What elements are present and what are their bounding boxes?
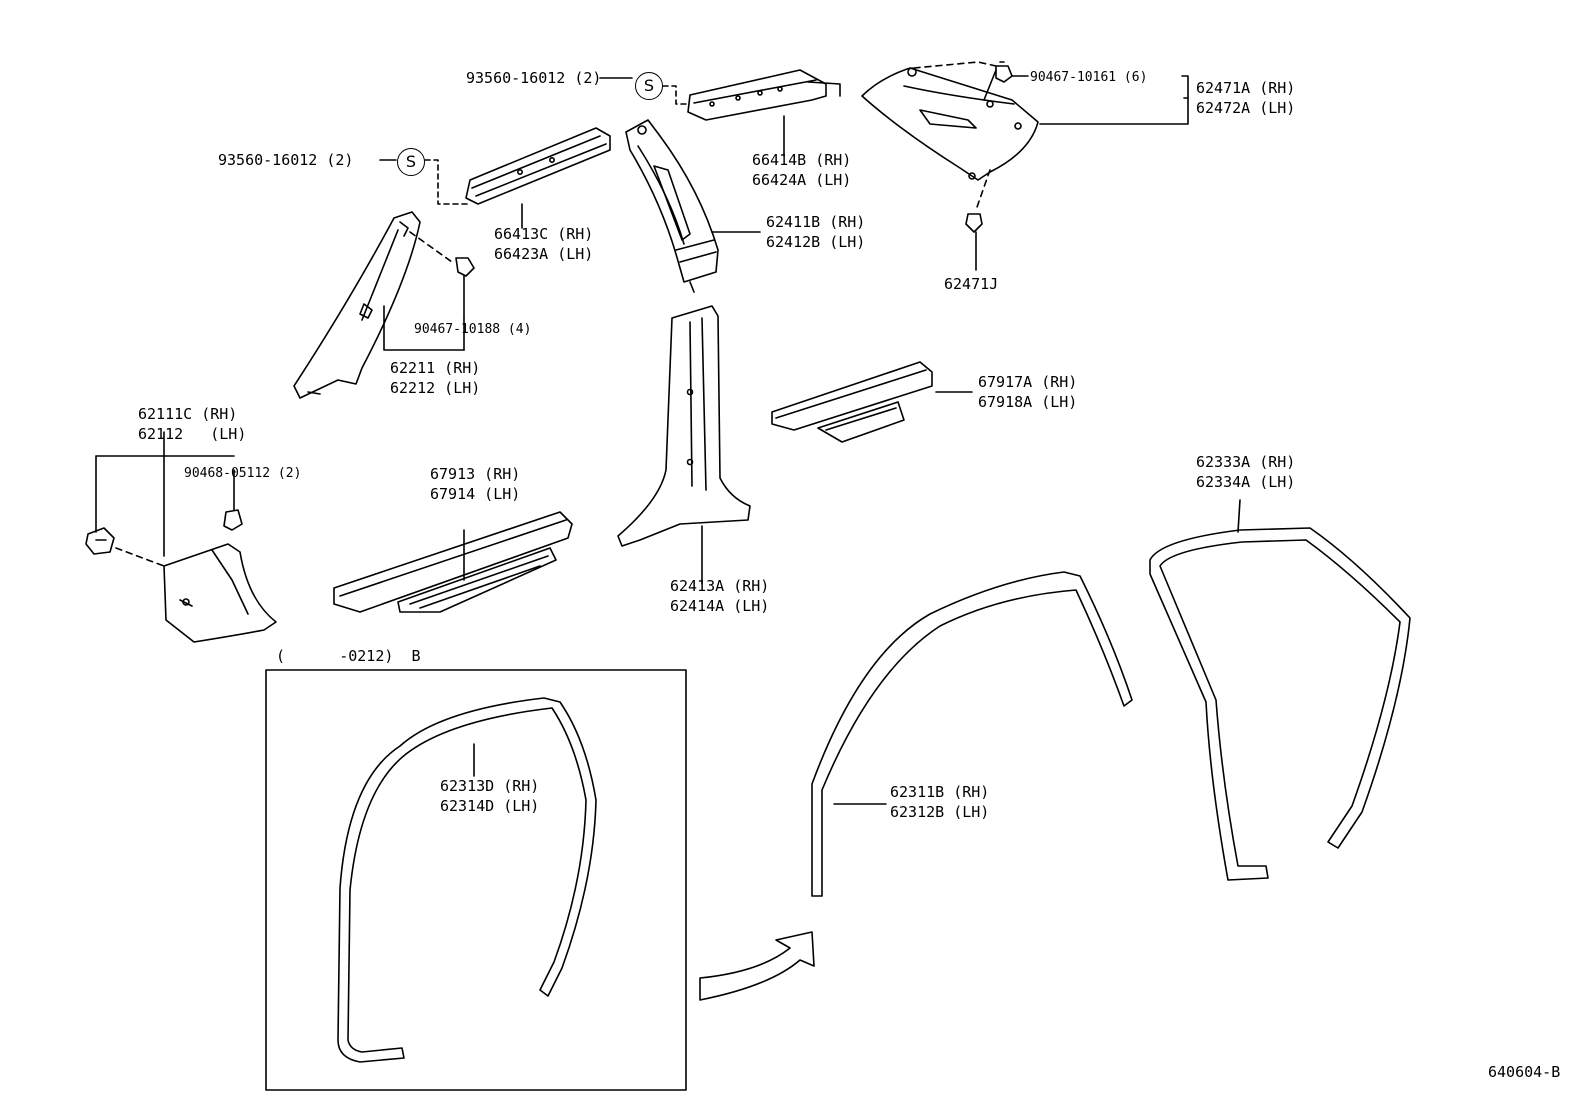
- clip-90467-10161: [995, 61, 1013, 83]
- clip-62471J: [965, 213, 983, 233]
- inset-label: ( -0212) B: [276, 647, 421, 665]
- door-opening-trim-inset: [337, 697, 597, 1063]
- scuff-plate-rear: [771, 361, 933, 443]
- label-67917-lh: 67918A (LH): [978, 393, 1078, 411]
- label-66413-rh: 66413C (RH): [494, 225, 594, 243]
- label-62333-lh: 62334A (LH): [1196, 473, 1296, 491]
- front-pillar-garnish: [293, 211, 421, 399]
- clip-90468-05112: [223, 509, 243, 531]
- cowl-side-trim: [163, 543, 277, 643]
- label-67913-lh: 67914 (LH): [430, 485, 521, 503]
- cowl-clip: [85, 527, 115, 555]
- label-67913-rh: 67913 (RH): [430, 465, 521, 483]
- label-62211-lh: 62212 (LH): [390, 379, 481, 397]
- label-62471-rh: 62471A (RH): [1196, 79, 1296, 97]
- label-90467-10188: 90467-10188 (4): [414, 322, 532, 337]
- roof-rail-garnish-66413: [465, 127, 611, 205]
- inset-box: [265, 669, 687, 1091]
- label-90467-10161: 90467-10161 (6): [1030, 70, 1148, 85]
- label-62471J: 62471J: [944, 275, 999, 293]
- label-90468-05112: 90468-05112 (2): [184, 466, 302, 481]
- label-66414-rh: 66414B (RH): [752, 151, 852, 169]
- label-62311-rh: 62311B (RH): [890, 783, 990, 801]
- diagram-id: 640604-B: [1488, 1063, 1561, 1081]
- s-symbol-lower: S: [397, 148, 425, 176]
- label-62311-lh: 62312B (LH): [890, 803, 990, 821]
- label-62411-lh: 62412B (LH): [766, 233, 866, 251]
- label-67917-rh: 67917A (RH): [978, 373, 1078, 391]
- label-62313-lh: 62314D (LH): [440, 797, 540, 815]
- label-62413-rh: 62413A (RH): [670, 577, 770, 595]
- label-66414-lh: 66424A (LH): [752, 171, 852, 189]
- clip-90467-10188: [455, 257, 475, 277]
- label-62211-rh: 62211 (RH): [390, 359, 481, 377]
- door-opening-trim-front: [811, 571, 1133, 897]
- label-93560-lower: 93560-16012 (2): [218, 151, 354, 169]
- transfer-arrow: [699, 931, 815, 1001]
- label-62413-lh: 62414A (LH): [670, 597, 770, 615]
- label-62411-rh: 62411B (RH): [766, 213, 866, 231]
- scuff-plate-front: [333, 511, 573, 613]
- door-opening-trim-rear: [1149, 527, 1411, 881]
- label-62313-rh: 62313D (RH): [440, 777, 540, 795]
- label-93560-upper: 93560-16012 (2): [466, 69, 602, 87]
- roof-side-inner-garnish: [861, 67, 1039, 181]
- center-pillar-lower-garnish: [617, 305, 751, 547]
- s-symbol-upper: S: [635, 72, 663, 100]
- label-62111-lh: 62112 (LH): [138, 425, 247, 443]
- label-62471-lh: 62472A (LH): [1196, 99, 1296, 117]
- label-66413-lh: 66423A (LH): [494, 245, 594, 263]
- label-62111-rh: 62111C (RH): [138, 405, 238, 423]
- roof-rail-garnish-66414: [687, 69, 841, 121]
- center-pillar-upper-garnish: [625, 119, 719, 293]
- label-62333-rh: 62333A (RH): [1196, 453, 1296, 471]
